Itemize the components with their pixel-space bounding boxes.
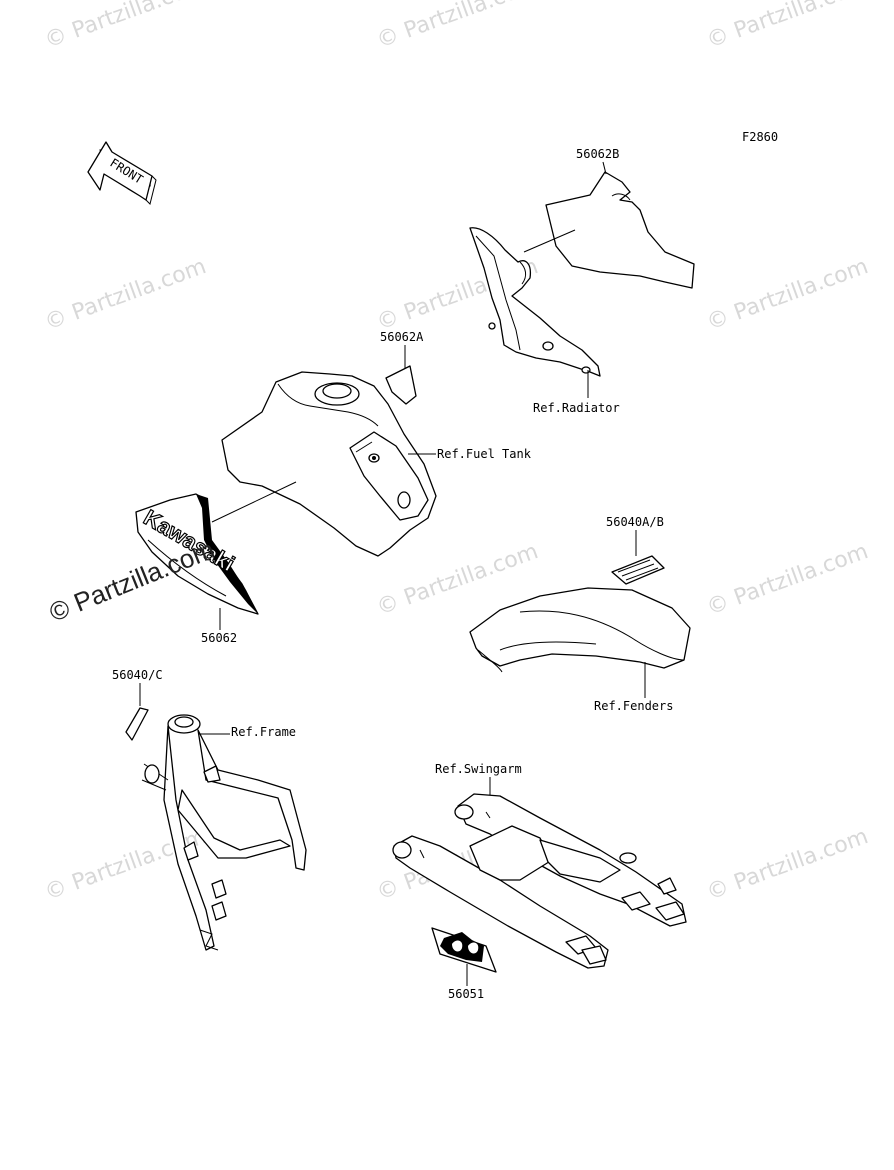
callout-56051: 56051 (448, 987, 484, 1001)
decal-56040ab (611, 555, 665, 585)
ref-radiator-label: Ref.Radiator (533, 401, 620, 415)
decal-56062b (545, 171, 695, 289)
watermark: © Partzilla.com (42, 254, 210, 336)
watermark: © Partzilla.com (704, 254, 872, 336)
watermark: © Partzilla.com (704, 539, 872, 621)
decal-56062a (385, 365, 417, 405)
swingarm (392, 793, 687, 969)
callout-56062b: 56062B (576, 147, 619, 161)
callout-56062: 56062 (201, 631, 237, 645)
decal-56040c (125, 707, 149, 741)
ref-fenders-label: Ref.Fenders (594, 699, 673, 713)
watermark: © Partzilla.com (374, 0, 542, 54)
watermark: © Partzilla.com (704, 824, 872, 906)
ref-fuel-tank-label: Ref.Fuel Tank (437, 447, 532, 461)
frame (141, 714, 307, 951)
front-direction-arrow: FRONT (87, 141, 157, 205)
decal-56051 (431, 927, 497, 973)
callout-56062a: 56062A (380, 330, 424, 344)
ref-frame-label: Ref.Frame (231, 725, 296, 739)
callout-56040c: 56040/C (112, 668, 163, 682)
watermark: © Partzilla.com (42, 0, 210, 54)
figure-code: F2860 (742, 130, 778, 144)
radiator-shroud (469, 227, 601, 377)
callout-56040ab: 56040A/B (606, 515, 664, 529)
watermark: © Partzilla.com (704, 0, 872, 54)
rear-fender (469, 587, 691, 673)
fuel-tank (221, 371, 437, 557)
ref-swingarm-label: Ref.Swingarm (435, 762, 522, 776)
